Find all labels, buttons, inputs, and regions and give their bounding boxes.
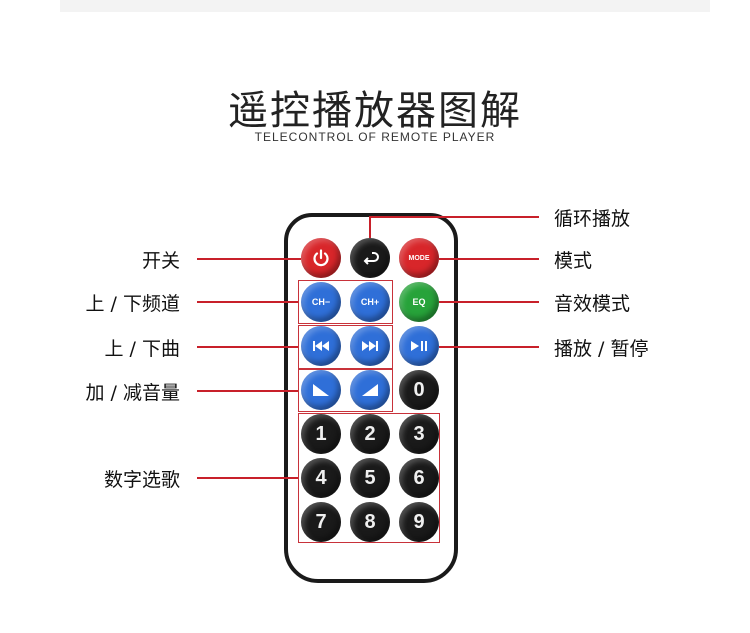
label-loop: 循环播放: [554, 208, 631, 230]
previous-button[interactable]: [301, 326, 341, 366]
play-pause-button[interactable]: [399, 326, 439, 366]
label-power: 开关: [141, 250, 180, 272]
mode-button-label: MODE: [408, 254, 430, 262]
digit-label: 9: [413, 510, 425, 533]
numbers-leader-line: [197, 477, 298, 479]
digit-label: 8: [364, 510, 376, 533]
return-icon: [363, 252, 379, 265]
digit-5-button[interactable]: 5: [350, 458, 390, 498]
digit-2-button[interactable]: 2: [350, 414, 390, 454]
numbers-box: [298, 413, 440, 543]
label-track: 上 / 下曲: [104, 338, 180, 360]
volume-up-button[interactable]: [350, 370, 390, 410]
volume-down-icon: [313, 384, 329, 396]
digit-4-button[interactable]: 4: [301, 458, 341, 498]
digit-label: 7: [315, 510, 327, 533]
power-icon: [313, 249, 329, 267]
digit-0-label: 0: [413, 378, 425, 401]
play-pause-icon: [411, 341, 427, 351]
label-channel: 上 / 下频道: [85, 293, 180, 315]
digit-label: 3: [413, 422, 425, 445]
digit-6-button[interactable]: 6: [399, 458, 439, 498]
volume-box: [298, 369, 393, 412]
channel-up-label: CH+: [360, 297, 380, 307]
mode-button[interactable]: MODE: [399, 238, 439, 278]
top-strip: [60, 0, 710, 12]
volume-leader-line: [197, 390, 298, 392]
page-subtitle: TELECONTROL OF REMOTE PLAYER: [254, 130, 496, 144]
label-mode: 模式: [554, 250, 593, 272]
digit-label: 6: [413, 466, 425, 489]
digit-9-button[interactable]: 9: [399, 502, 439, 542]
volume-up-icon: [362, 384, 378, 396]
mode-leader-line: [439, 258, 539, 260]
channel-down-label: CH−: [311, 297, 331, 307]
channel-leader-line: [197, 301, 298, 303]
loop-leader-vertical: [369, 216, 371, 238]
eq-leader-line: [439, 301, 539, 303]
channel-up-button[interactable]: CH+: [350, 282, 390, 322]
label-numbers: 数字选歌: [103, 469, 180, 491]
channel-box: [298, 280, 393, 324]
digit-label: 1: [315, 422, 327, 445]
track-box: [298, 325, 393, 369]
digit-0-button[interactable]: 0: [399, 370, 439, 410]
channel-down-button[interactable]: CH−: [301, 282, 341, 322]
digit-1-button[interactable]: 1: [301, 414, 341, 454]
loop-leader-line: [369, 216, 539, 218]
digit-label: 5: [364, 466, 376, 489]
label-volume: 加 / 减音量: [85, 382, 180, 404]
digit-8-button[interactable]: 8: [350, 502, 390, 542]
page-title: 遥控播放器图解: [228, 88, 522, 134]
digit-label: 2: [364, 422, 376, 445]
volume-down-button[interactable]: [301, 370, 341, 410]
track-leader-line: [197, 346, 298, 348]
power-button[interactable]: [301, 238, 341, 278]
digit-label: 4: [315, 466, 327, 489]
play-pause-leader-line: [439, 346, 539, 348]
digit-7-button[interactable]: 7: [301, 502, 341, 542]
next-icon: [362, 341, 378, 351]
power-leader-line: [197, 258, 301, 260]
loop-button[interactable]: [350, 238, 390, 278]
eq-button[interactable]: EQ: [399, 282, 439, 322]
label-play-pause: 播放 / 暂停: [554, 338, 649, 360]
previous-icon: [313, 341, 329, 351]
next-button[interactable]: [350, 326, 390, 366]
digit-3-button[interactable]: 3: [399, 414, 439, 454]
eq-button-label: EQ: [412, 297, 426, 307]
label-eq: 音效模式: [554, 293, 631, 315]
